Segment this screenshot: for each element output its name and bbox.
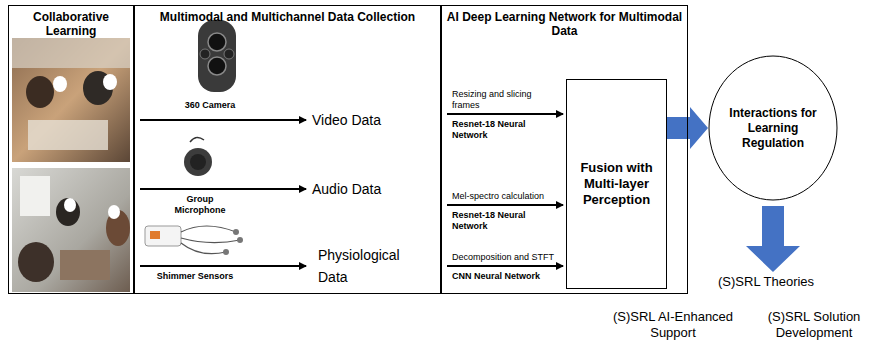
panel-title: Collaborative Learning <box>9 6 133 38</box>
text-label: Resnet-18 Neural Network <box>452 119 552 141</box>
microphone-icon <box>184 137 212 176</box>
photo <box>12 38 130 292</box>
text-label: (S)SRL AI-Enhanced Support <box>606 309 740 341</box>
text-label: Decomposition and STFT <box>452 252 562 263</box>
text-label: Resizing and slicing frames <box>452 89 552 111</box>
node-label: Interactions for Learning Regulation <box>720 106 826 151</box>
panel-title: AI Deep Learning Network for Multimodal … <box>442 6 687 38</box>
text-label: Audio Data <box>312 180 422 198</box>
text-label: (S)SRL Theories <box>718 274 838 290</box>
block-arrow <box>746 206 800 272</box>
arrow <box>140 114 563 266</box>
text-label: Mel-spectro calculation <box>452 191 562 202</box>
text-label: 360 Camera <box>170 100 250 111</box>
text-label: Video Data <box>312 111 422 129</box>
text-label: (S)SRL Solution Development <box>756 309 872 341</box>
text-label: Shimmer Sensors <box>150 271 240 282</box>
text-label: Group Microphone <box>160 194 240 216</box>
text-label: Resnet-18 Neural Network <box>452 210 552 232</box>
panel-box: Collaborative Learning <box>8 5 134 294</box>
text-label: CNN Neural Network <box>452 271 562 282</box>
camera-icon <box>198 20 236 92</box>
node-label: Fusion with Multi-layer Perception <box>573 160 660 208</box>
panel-title: Multimodal and Multichannel Data Collect… <box>135 6 440 24</box>
panel-box: AI Deep Learning Network for Multimodal … <box>441 5 688 294</box>
ellipse-node: Interactions for Learning Regulation <box>708 55 838 201</box>
text-label: Physiological Data <box>318 244 418 288</box>
sensor-icon <box>145 226 243 255</box>
process-box: Fusion with Multi-layer Perception <box>566 79 667 289</box>
